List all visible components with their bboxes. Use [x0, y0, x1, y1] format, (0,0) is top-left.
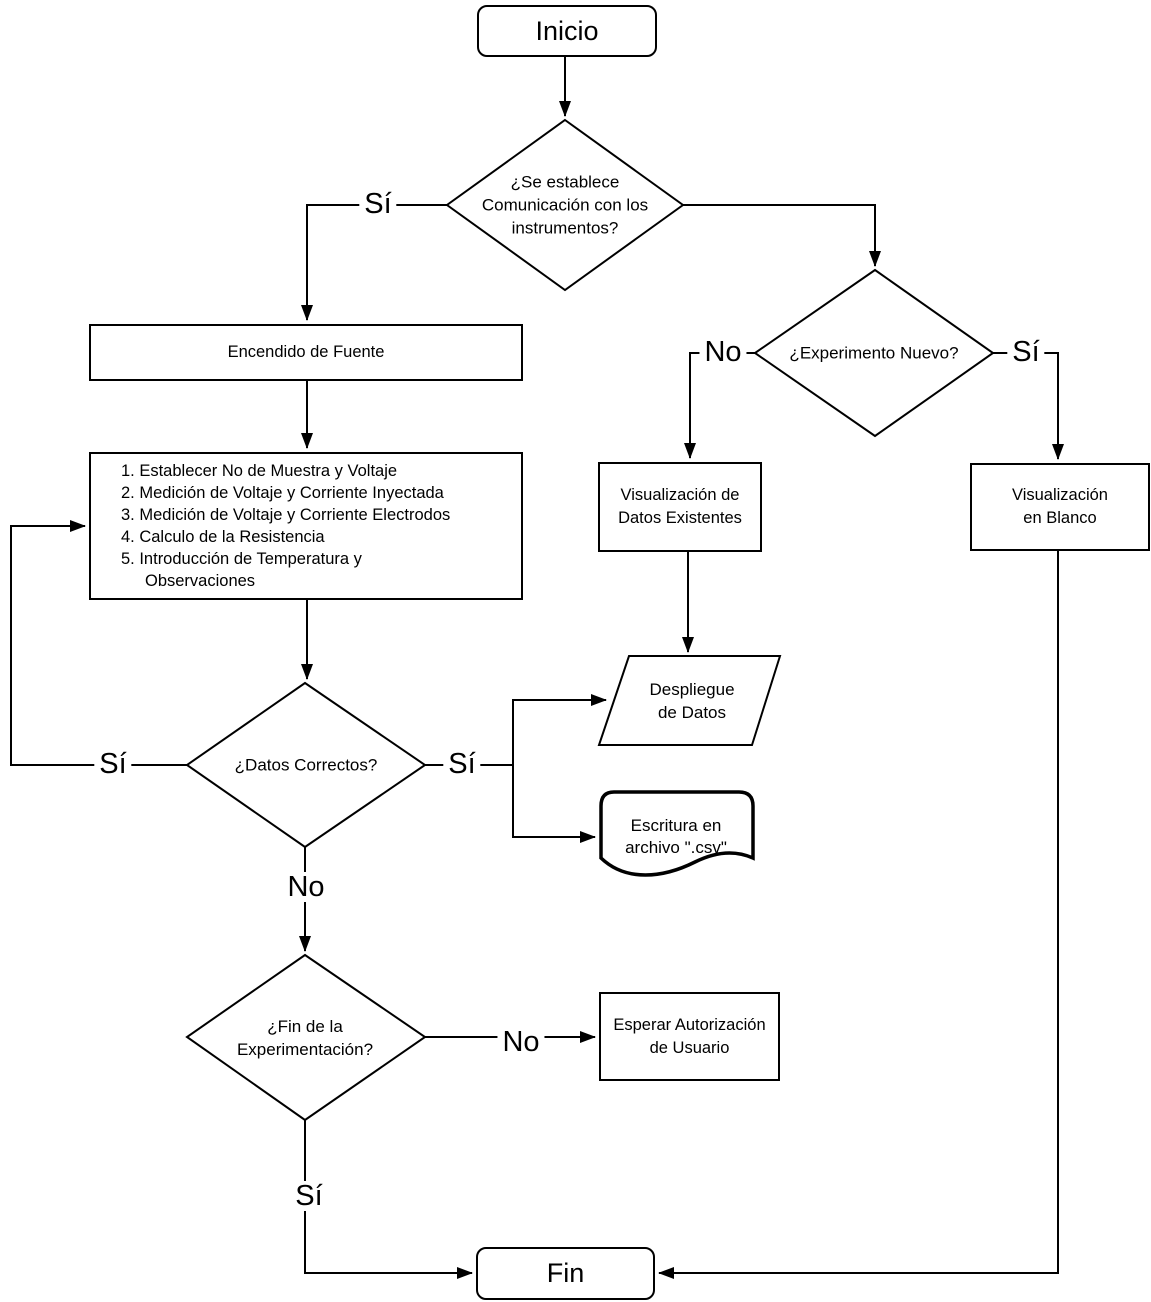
edge-label-no-new: No — [699, 337, 747, 367]
node-steps: 1. Establecer No de Muestra y Voltaje 2.… — [89, 452, 523, 600]
node-end: Fin — [476, 1247, 655, 1300]
edge-decision-comm-to-decision-new — [683, 204, 881, 267]
decision-comm-diamond — [445, 118, 685, 292]
node-view-existing-line-2: Datos Existentes — [618, 509, 742, 527]
node-decision-comm-label: ¿Se establece Comunicación con los instr… — [482, 171, 648, 240]
node-wait-auth: Esperar Autorización de Usuario — [599, 992, 780, 1081]
edge-label-si-correct-loop: Sí — [94, 749, 132, 779]
edge-label-no-correct: No — [282, 872, 330, 902]
steps-item-2: 2. Medición de Voltaje y Corriente Inyec… — [121, 484, 444, 502]
edge-decision-new-si-to-view-blank — [993, 352, 1064, 460]
write-csv-line-1: Escritura en — [630, 816, 722, 835]
decision-comm-line-2: Comunicación con los — [481, 195, 649, 215]
node-view-blank: Visualización en Blanco — [970, 463, 1150, 551]
steps-item-3: 3. Medición de Voltaje y Corriente Elect… — [121, 506, 451, 524]
decision-comm-line-1: ¿Se establece — [510, 172, 620, 192]
node-view-blank-line-2: en Blanco — [1023, 509, 1097, 527]
node-display-data-label: Despliegue de Datos — [649, 678, 734, 724]
node-power-on-label: Encendido de Fuente — [227, 343, 385, 361]
node-shapes — [185, 118, 995, 1122]
node-write-csv-label: Escritura en archivo ".csv" — [625, 815, 727, 859]
decision-new-diamond — [753, 268, 995, 438]
display-data-parallelogram — [597, 655, 782, 746]
edge-decision-end-si-to-end — [304, 1120, 473, 1279]
node-view-existing-line-1: Visualización de — [620, 486, 740, 504]
decision-end-diamond — [185, 953, 427, 1122]
edge-decision-comm-si-to-power-on — [301, 204, 447, 321]
write-csv-document — [599, 790, 755, 877]
node-wait-auth-line-1: Esperar Autorización — [613, 1015, 766, 1034]
edge-decision-new-no-to-view-existing — [684, 352, 755, 459]
steps-item-4: 4. Calculo de la Resistencia — [121, 528, 325, 546]
display-data-line-2: de Datos — [657, 703, 727, 722]
edge-decision-correct-si-to-write-csv — [512, 765, 596, 843]
node-decision-end-label: ¿Fin de la Experimentación? — [237, 1015, 373, 1061]
decision-end-line-2: Experimentación? — [236, 1040, 374, 1059]
node-view-blank-line-1: Visualización — [1011, 486, 1108, 504]
node-decision-new-label: ¿Experimento Nuevo? — [789, 343, 959, 363]
decision-comm-line-3: instrumentos? — [511, 218, 619, 238]
decision-correct-diamond — [185, 681, 427, 849]
node-end-label: Fin — [546, 1258, 585, 1288]
node-power-on: Encendido de Fuente — [89, 324, 523, 381]
edge-view-blank-to-end — [658, 551, 1059, 1279]
edge-label-si-end: Sí — [290, 1181, 328, 1211]
display-data-line-1: Despliegue — [649, 680, 735, 699]
edge-label-si-correct-out: Sí — [443, 749, 481, 779]
node-start: Inicio — [477, 5, 657, 57]
node-view-existing: Visualización de Datos Existentes — [598, 462, 762, 552]
node-start-label: Inicio — [535, 15, 599, 46]
node-decision-correct-label: ¿Datos Correctos? — [234, 755, 378, 775]
edge-label-si-comm: Sí — [359, 189, 397, 219]
steps-item-5: 5. Introducción de Temperatura y Observa… — [121, 550, 362, 590]
edge-label-no-end: No — [497, 1027, 545, 1057]
steps-item-1: 1. Establecer No de Muestra y Voltaje — [121, 462, 398, 480]
node-wait-auth-line-2: de Usuario — [649, 1038, 730, 1057]
write-csv-line-2: archivo ".csv" — [625, 838, 727, 857]
edge-label-si-new: Sí — [1007, 337, 1045, 367]
decision-end-line-1: ¿Fin de la — [267, 1017, 343, 1036]
